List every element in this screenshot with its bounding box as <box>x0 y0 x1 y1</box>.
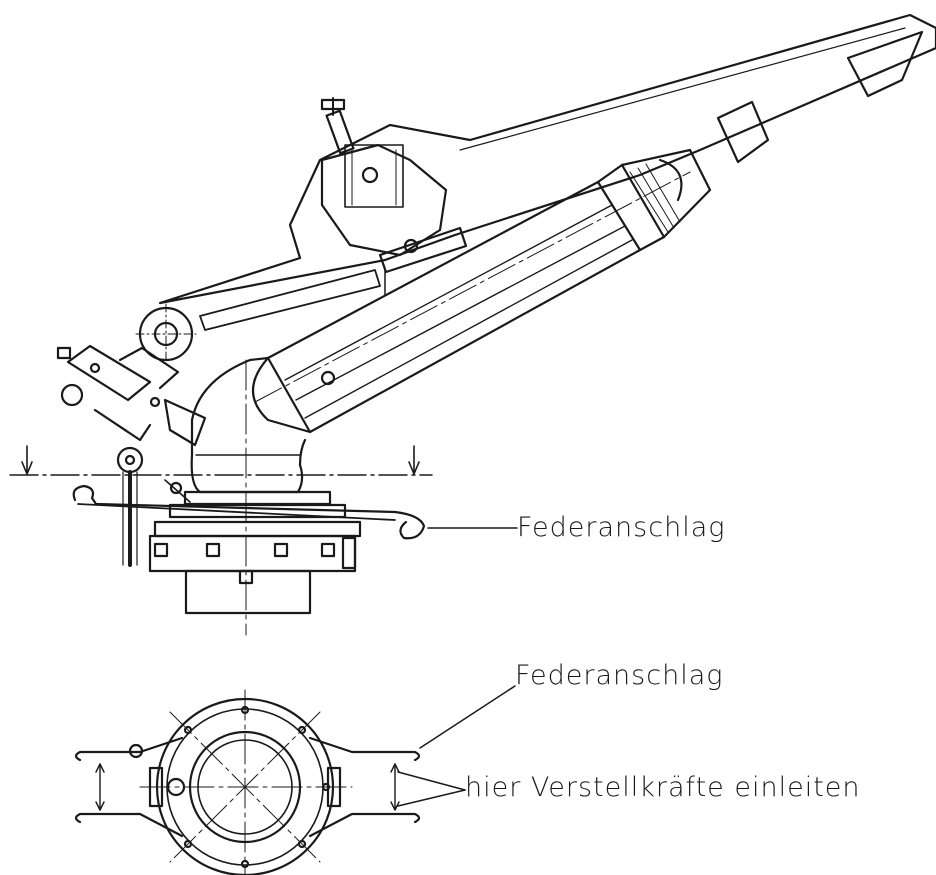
elbow-body <box>190 356 307 636</box>
spring-stop-rod <box>72 484 518 540</box>
nozzle-barrel <box>252 148 712 434</box>
spring-adjuster <box>320 97 468 296</box>
base-bearing <box>148 479 362 615</box>
side-fitting <box>56 344 207 567</box>
top-view <box>74 685 516 875</box>
spring-stop-label-side: Federanschlag <box>517 512 726 543</box>
force-input-label: hier Verstellkräfte einleiten <box>465 772 861 803</box>
arm-pivot <box>135 303 197 365</box>
spring-stop-label-top: Federanschlag <box>515 660 724 691</box>
swing-arm <box>158 13 936 331</box>
section-line <box>9 445 433 476</box>
